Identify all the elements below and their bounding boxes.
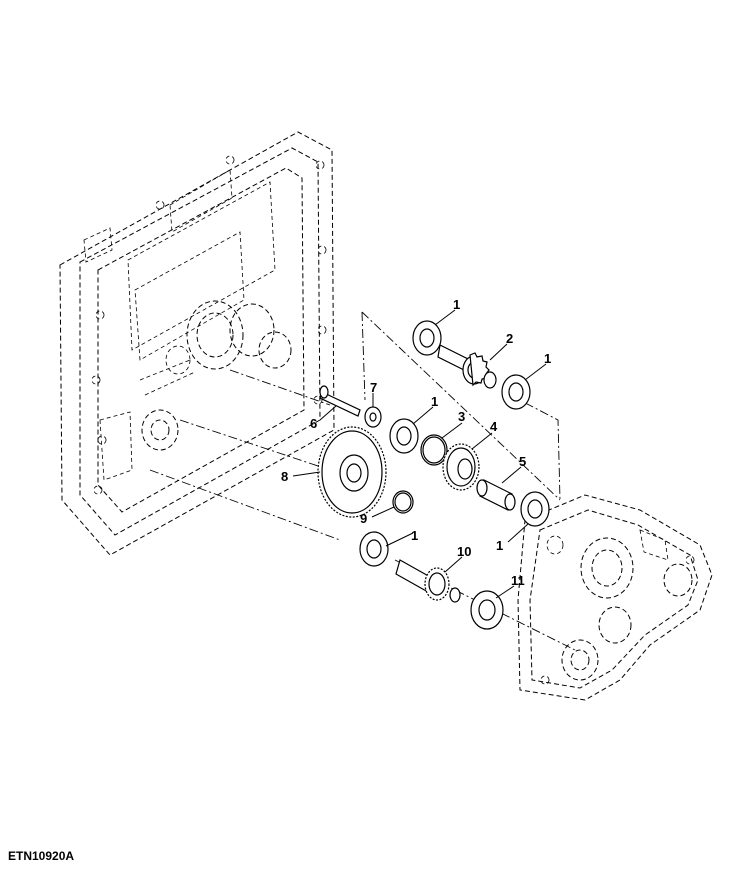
bearing-11 (470, 590, 504, 630)
callout-1: 1 (544, 351, 551, 366)
callout-10: 10 (457, 544, 471, 559)
front-housing-ghost (517, 494, 713, 701)
leader-lines (292, 309, 547, 599)
callout-9: 9 (360, 511, 367, 526)
gear-4 (442, 443, 480, 491)
bearing-upper-right (501, 374, 531, 410)
callout-5: 5 (519, 454, 526, 469)
snap-ring-9 (392, 490, 414, 514)
bolt-6 (319, 385, 361, 417)
rear-housing-ghost (59, 131, 335, 556)
shaft-gear-2 (437, 344, 497, 389)
bearing-middle (389, 418, 419, 454)
callout-1: 1 (496, 538, 503, 553)
callout-4: 4 (490, 419, 498, 434)
callout-1: 1 (453, 297, 460, 312)
callout-1: 1 (411, 528, 418, 543)
figure-id: ETN10920A (8, 849, 75, 863)
bearing-middle-right (520, 491, 550, 527)
bearing-lower-left (359, 531, 389, 567)
callout-7: 7 (370, 380, 377, 395)
callout-2: 2 (506, 331, 513, 346)
sleeve-5 (476, 479, 516, 511)
bearing-upper-left (412, 320, 442, 356)
callout-11: 11 (511, 573, 525, 588)
callout-8: 8 (281, 469, 288, 484)
gear-8 (317, 426, 387, 518)
callout-3: 3 (458, 409, 465, 424)
snap-ring-3 (420, 434, 448, 466)
callout-6: 6 (310, 416, 317, 431)
shaft-gear-10 (395, 559, 461, 603)
washer-7 (364, 406, 382, 428)
callout-labels: 1 2 1 7 1 3 4 6 8 5 9 1 1 10 11 (281, 297, 551, 588)
callout-1: 1 (431, 394, 438, 409)
